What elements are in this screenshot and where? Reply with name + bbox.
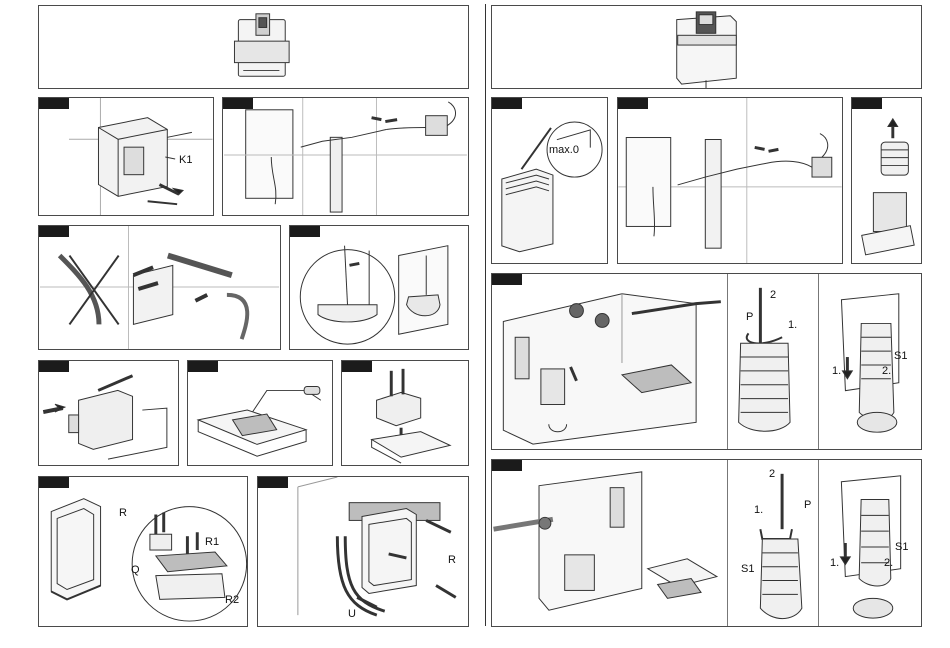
label-1: 1.	[754, 505, 763, 516]
cut-plate-illustration	[188, 361, 332, 465]
step-panel-l4	[289, 225, 469, 350]
label-r: R	[448, 555, 456, 566]
step-panel-l6	[187, 360, 333, 466]
step-panel-r3	[851, 97, 922, 264]
step-panel-l8: R R1 Q R2	[38, 476, 248, 627]
flush-valve-remove-illustration	[492, 274, 921, 449]
step-panel-l9: R U	[257, 476, 469, 627]
label-k1: K1	[179, 155, 192, 166]
label-p: P	[804, 500, 811, 511]
label-1: 1.	[788, 320, 797, 331]
label-r1: R1	[205, 537, 219, 548]
flush-valve-insert-illustration	[492, 460, 921, 626]
step-panel-l7	[341, 360, 469, 466]
valve-insert-illustration	[290, 226, 468, 349]
label-r2: R2	[225, 595, 239, 606]
step-panel-r1: max.0	[491, 97, 608, 264]
cable-connect-illustration	[223, 98, 468, 215]
label-r: R	[119, 508, 127, 519]
valve-lift-illustration	[852, 98, 921, 263]
level-check-illustration	[492, 98, 607, 263]
label-s1: S1	[895, 542, 908, 553]
frame-mount-illustration	[39, 477, 247, 626]
step-panel-r4: P 2 1. S1 1. 2.	[491, 273, 922, 450]
label-step-2: 2.	[882, 366, 891, 377]
label-s1: S1	[741, 564, 754, 575]
page-divider	[485, 4, 486, 626]
step-panel-l2	[222, 97, 469, 216]
hose-remove-illustration	[39, 226, 280, 349]
top-product-panel-right	[491, 5, 922, 89]
plate-assembly-illustration	[342, 361, 468, 465]
step-panel-l5	[38, 360, 179, 466]
frame-fix-illustration	[258, 477, 468, 626]
cable-route-illustration	[618, 98, 842, 263]
label-q: Q	[131, 565, 140, 576]
label-step-2: 2.	[884, 558, 893, 569]
step-panel-l1: K1	[38, 97, 214, 216]
label-u: U	[348, 609, 356, 620]
concealed-cistern-illustration	[492, 6, 921, 88]
label-p: P	[746, 312, 753, 323]
top-product-panel-left	[38, 5, 469, 89]
step-panel-r2	[617, 97, 843, 264]
label-step-1: 1.	[830, 558, 839, 569]
label-2: 2	[769, 469, 775, 480]
label-max: max.0	[549, 145, 579, 156]
cistern-box-illustration	[39, 6, 468, 88]
step-panel-r5: 2 1. P S1 S1 1. 2.	[491, 459, 922, 627]
bracket-mount-illustration	[39, 361, 178, 465]
label-s1: S1	[894, 351, 907, 362]
step-panel-l3	[38, 225, 281, 350]
label-2: 2	[770, 290, 776, 301]
label-step-1: 1.	[832, 366, 841, 377]
